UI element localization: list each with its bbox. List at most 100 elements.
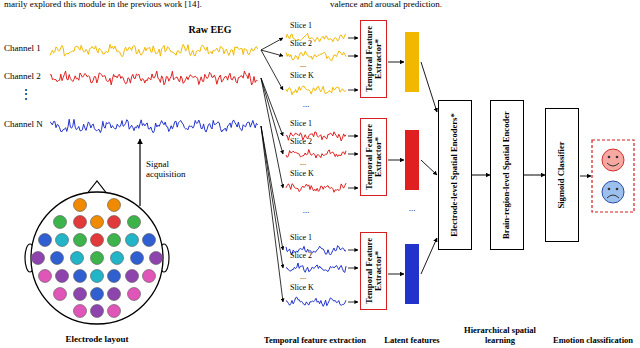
slice-wave [286, 86, 346, 95]
electrode [54, 288, 67, 301]
eye [616, 156, 619, 159]
flow-arrow [388, 62, 404, 63]
electrode [74, 270, 87, 283]
panel-title: Raw EEG [188, 24, 231, 35]
electrode [39, 234, 52, 247]
electrode [128, 288, 141, 301]
head [25, 181, 169, 324]
electrode [91, 305, 104, 318]
annotation: Signal acquisition [146, 160, 210, 180]
slice-label: Slice 2 [290, 252, 312, 261]
slice-arrow [348, 38, 358, 39]
electrode [108, 305, 121, 318]
electrode [51, 252, 64, 265]
ellipsis: ... [300, 273, 306, 282]
slice-label: Slice 1 [290, 22, 312, 31]
flow-arrow [421, 238, 437, 274]
electrode [91, 216, 104, 229]
cropped-text: valence and arousal prediction. [330, 0, 442, 10]
connector-arrow [472, 175, 490, 176]
output-group [592, 140, 634, 212]
fan-arrow [261, 126, 283, 250]
mouth [607, 195, 619, 198]
box-label: Sigmoid Classifier [557, 111, 566, 239]
text-block: Sigmoid Classifier [557, 111, 566, 239]
slice-arrow [348, 136, 358, 137]
electrode [74, 288, 87, 301]
electrode [108, 270, 121, 283]
slice-label: Slice 2 [290, 138, 312, 147]
fan-arrow [261, 78, 283, 188]
electrode [71, 252, 84, 265]
section-label: Electrode layout [65, 335, 128, 345]
latent-bar [405, 32, 419, 92]
latent-bar [405, 244, 419, 304]
mouth [607, 163, 619, 166]
connector-arrow [524, 175, 545, 176]
electrode [108, 199, 121, 212]
electrode [74, 216, 87, 229]
slice-arrow [348, 302, 358, 303]
fan-arrow [261, 50, 283, 56]
electrode [91, 234, 104, 247]
slice-arrow [348, 90, 358, 91]
extractor-box: Temporal Feature Extractor* [360, 118, 387, 196]
text-block: Brain-region-level Spatial Encoder [502, 103, 511, 247]
electrode [56, 270, 69, 283]
eeg-wave [50, 119, 258, 133]
electrode [56, 234, 69, 247]
slice-label: Slice 1 [290, 120, 312, 129]
electrode-group [32, 199, 163, 318]
slice-label: Slice 2 [290, 40, 312, 49]
electrode [91, 252, 104, 265]
electrode [74, 234, 87, 247]
flow-arrow [421, 160, 437, 175]
eeg-wave [50, 71, 258, 85]
fan-arrow [261, 78, 283, 136]
section-label: Emotion classification [551, 336, 635, 345]
fan-arrow [261, 126, 283, 268]
electrode [131, 252, 144, 265]
acquisition-arrow [139, 139, 140, 206]
text-block: Temporal Feature Extractor* [364, 121, 383, 193]
box-label: Electrode-level Spatial Encoders* [450, 103, 459, 247]
slice-arrow [348, 188, 358, 189]
electrode [74, 199, 87, 212]
head-outline [31, 192, 163, 324]
encoder-box: Electrode-level Spatial Encoders* [438, 100, 472, 250]
slice-arrow [348, 154, 358, 155]
electrode [150, 252, 163, 265]
electrode [32, 252, 45, 265]
electrode [108, 234, 121, 247]
electrode [108, 216, 121, 229]
electrode [108, 288, 121, 301]
electrode [111, 252, 124, 265]
box-label: Brain-region-level Spatial Encoder [502, 103, 511, 247]
extractor-box: Temporal Feature Extractor* [360, 20, 387, 98]
slice-wave [286, 150, 346, 159]
section-label: Temporal feature extraction [259, 336, 371, 345]
slice-wave [286, 51, 346, 61]
electrode [39, 270, 52, 283]
eye [608, 156, 611, 159]
electrode [54, 216, 67, 229]
fan-arrow [261, 50, 283, 90]
box-label: Temporal Feature Extractor* [364, 23, 383, 95]
fan-arrow [261, 126, 283, 302]
text-block: Temporal Feature Extractor* [364, 23, 383, 95]
slice-label: Slice K [290, 170, 314, 179]
sad-face [602, 181, 624, 203]
fan-arrow [261, 38, 283, 50]
encoder-box: Brain-region-level Spatial Encoder [490, 100, 524, 250]
eye [608, 188, 611, 191]
slice-wave [286, 263, 346, 272]
happy-face [602, 149, 624, 171]
latent-bar [405, 130, 419, 190]
channel-label: Channel N [4, 120, 43, 130]
channel-label: Channel 2 [4, 72, 41, 82]
slice-wave [286, 297, 346, 306]
electrode [143, 234, 156, 247]
flow-arrow [580, 176, 591, 177]
